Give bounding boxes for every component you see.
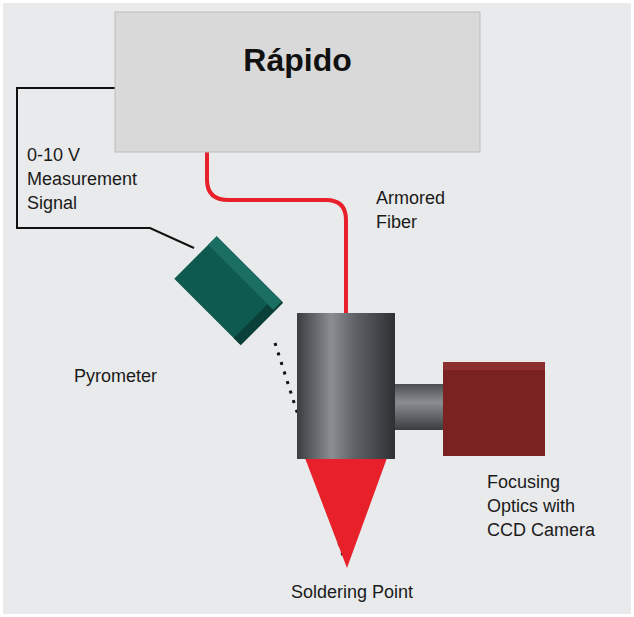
pyrometer-sensor: Pyrometer <box>66 232 296 400</box>
node-label: Rápido <box>243 42 351 79</box>
focusing-optics: Focusing Optics with CCD Camera <box>295 310 605 588</box>
controller-box: Rápido <box>115 12 480 152</box>
laser-beam-cone <box>305 458 387 568</box>
edge-label: 0-10 V Measurement Signal <box>27 143 149 215</box>
edge-label: Armored Fiber <box>376 186 472 234</box>
point-label: Soldering Point <box>262 580 442 604</box>
node-label: Pyrometer <box>74 364 214 388</box>
controller-box-outline <box>115 12 480 152</box>
node-label: Focusing Optics with CCD Camera <box>487 470 599 542</box>
focusing-optics-outline <box>295 310 605 588</box>
